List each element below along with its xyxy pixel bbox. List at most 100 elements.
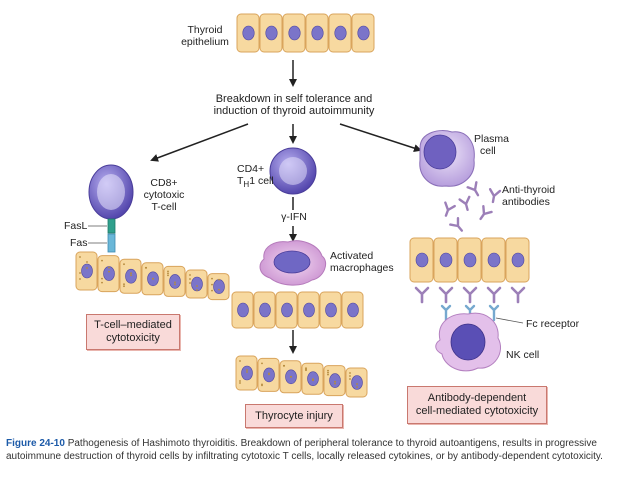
nk-cell	[435, 312, 501, 372]
injury-speckle	[218, 288, 220, 291]
injury-speckle	[189, 278, 191, 280]
thyrocyte-nucleus	[265, 25, 278, 41]
cd8-t-cell	[88, 164, 134, 220]
arrow-to-left-branch	[150, 123, 249, 162]
thyrocyte-nucleus	[288, 25, 301, 41]
thyrocyte-nucleus	[281, 302, 293, 318]
injury-speckle	[79, 256, 81, 258]
injury-speckle	[356, 386, 358, 388]
thyrocyte-nucleus	[439, 252, 453, 268]
injury-speckle	[268, 372, 270, 375]
thyrocyte-nucleus	[259, 302, 271, 318]
injury-speckle	[79, 272, 81, 274]
antibody	[449, 216, 464, 232]
bound-antibody	[510, 286, 526, 304]
middle-injured-epithelium	[235, 355, 368, 398]
plasma-cell	[419, 130, 475, 187]
arrow-to-right-branch	[339, 123, 422, 152]
injury-speckle	[196, 289, 198, 291]
injury-speckle	[130, 272, 132, 275]
thyrocyte-nucleus	[191, 276, 203, 292]
injury-speckle	[261, 383, 263, 386]
injury-speckle	[123, 263, 125, 266]
injury-speckle	[211, 289, 213, 292]
fc-receptor	[440, 304, 452, 322]
thyrocyte-nucleus	[351, 375, 363, 390]
injury-speckle	[283, 364, 285, 367]
thyrocyte-nucleus	[415, 252, 429, 268]
injury-speckle	[246, 371, 248, 373]
thyrocyte-nucleus	[242, 25, 255, 41]
nk-cell-label: NK cell	[506, 349, 540, 361]
injury-speckle	[211, 277, 213, 280]
thyrocyte-nucleus	[169, 274, 181, 289]
activated-macrophage	[259, 240, 327, 286]
thyrocyte-nucleus	[334, 25, 347, 41]
bound-antibody	[438, 286, 454, 304]
thyrocyte-injury-box: Thyrocyte injury	[245, 404, 343, 428]
injury-speckle	[312, 379, 314, 382]
anti-thyroid-antibodies	[444, 181, 502, 232]
thyrocyte-nucleus	[213, 279, 225, 294]
injury-speckle	[189, 282, 191, 284]
injury-speckle	[196, 285, 198, 287]
thyrocyte-nucleus	[237, 302, 249, 318]
fc-receptor-label: Fc receptor	[526, 318, 580, 330]
gamma-ifn-label: γ-IFN	[274, 211, 314, 223]
thyrocyte-nucleus	[511, 252, 525, 268]
injury-speckle	[327, 373, 329, 376]
fasl-fas-link	[88, 218, 116, 253]
injury-speckle	[290, 375, 292, 378]
injury-speckle	[86, 267, 88, 269]
injury-speckle	[239, 380, 241, 382]
thyrocyte-nucleus	[81, 263, 93, 279]
thyrocyte-nucleus	[357, 25, 370, 41]
injury-speckle	[123, 285, 125, 288]
injury-speckle	[211, 283, 213, 286]
injury-speckle	[167, 270, 169, 273]
injury-speckle	[174, 281, 176, 284]
right-epithelium	[409, 237, 530, 304]
injury-speckle	[189, 274, 191, 276]
thyrocyte-nucleus	[241, 365, 253, 381]
thyrocyte-nucleus	[347, 302, 359, 318]
antibody	[458, 195, 471, 211]
injury-speckle	[101, 281, 103, 284]
antibody	[479, 205, 493, 221]
injury-speckle	[261, 362, 263, 365]
injury-speckle	[239, 382, 241, 384]
injury-speckle	[108, 270, 110, 273]
injury-speckle	[86, 261, 88, 263]
injury-speckle	[327, 369, 329, 372]
injury-speckle	[108, 266, 110, 269]
bound-antibody	[486, 286, 502, 304]
fasl-label: FasL	[64, 220, 88, 232]
cd4-th1-label: CD4+ TH1 cell	[237, 163, 274, 190]
injury-speckle	[101, 277, 103, 280]
middle-epithelium	[231, 291, 364, 329]
injury-speckle	[167, 274, 169, 277]
thyrocyte-nucleus	[329, 373, 341, 388]
injury-speckle	[239, 360, 241, 362]
thyrocyte-nucleus	[487, 252, 501, 268]
thyrocyte-nucleus	[325, 302, 337, 318]
injury-speckle	[305, 369, 307, 372]
thyrocyte-nucleus	[463, 252, 477, 268]
injury-speckle	[349, 372, 351, 374]
antibody	[488, 188, 502, 204]
fc-receptor-pointer	[495, 317, 524, 324]
figure-number: Figure 24-10	[6, 438, 65, 449]
injury-speckle	[246, 369, 248, 371]
thyrocyte-nucleus	[125, 268, 137, 284]
injury-speckle	[130, 274, 132, 277]
thyrocyte-nucleus	[103, 266, 115, 281]
injury-speckle	[334, 382, 336, 385]
left-damaged-epithelium	[75, 251, 230, 301]
bound-antibody	[414, 286, 430, 304]
